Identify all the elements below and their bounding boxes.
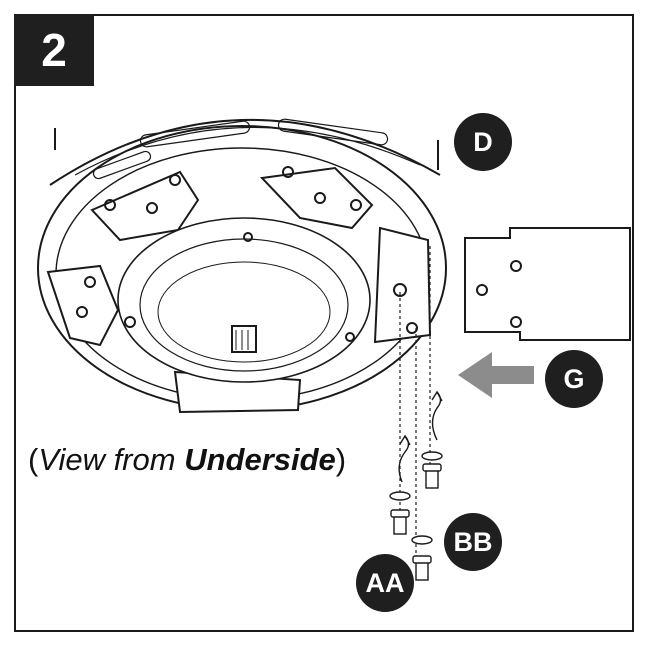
diagram-frame [14,14,634,632]
label-d: D [454,113,512,171]
label-aa: AA [356,554,414,612]
caption-underside: Underside [184,442,336,477]
curved-arrow-icon [398,390,443,483]
label-bb: BB [444,513,502,571]
caption-open-paren: ( [28,442,39,477]
step-number: 2 [14,14,94,86]
caption-view-from: View from [38,442,185,477]
arrow-left-icon [458,352,534,398]
caption-close-paren: ) [335,442,347,477]
label-g: G [545,350,603,408]
view-caption: (View from Underside) [28,442,346,478]
